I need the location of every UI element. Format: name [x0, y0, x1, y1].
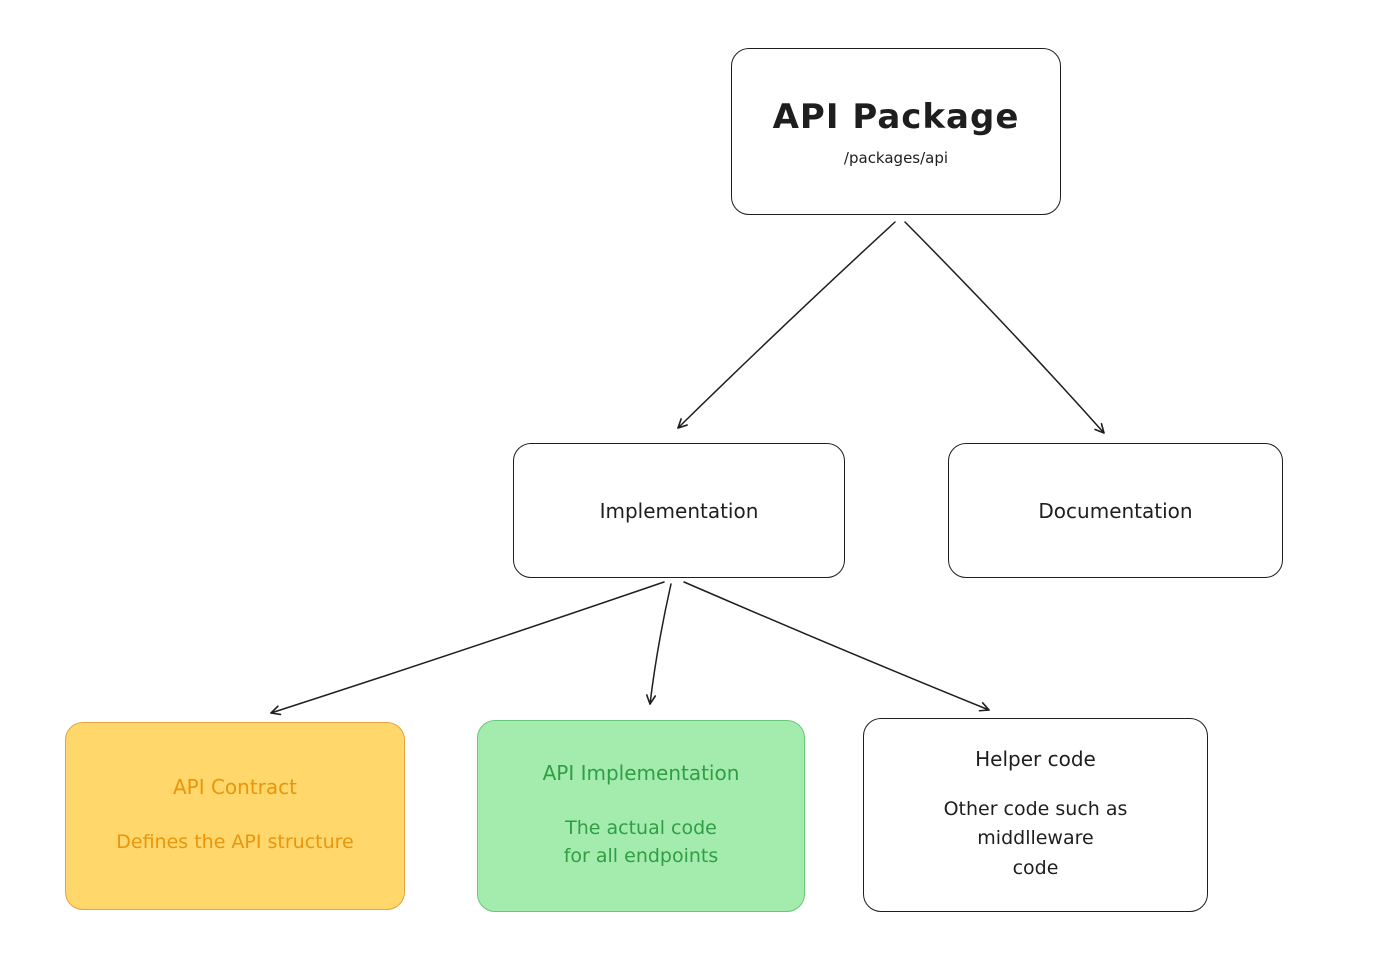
description-line: code: [1012, 856, 1059, 879]
arrow-implementation-to-api-implementation: [645, 583, 672, 705]
arrow-implementation-to-api-contract: [270, 581, 665, 716]
description-line: for all endpoints: [563, 845, 719, 867]
node-api-contract-description: Defines the API structure: [116, 831, 354, 854]
node-implementation: Implementation: [513, 443, 845, 578]
node-helper-code-title: Helper code: [975, 746, 1096, 771]
description-line: Other code such as: [943, 797, 1128, 820]
node-helper-code-description: Other code such as middlleware code: [944, 795, 1128, 883]
node-documentation: Documentation: [948, 443, 1283, 578]
description-line: The actual code: [565, 817, 717, 840]
node-api-implementation: API Implementation The actual code for a…: [477, 720, 805, 912]
arrow-api-package-to-implementation: [677, 221, 896, 429]
description-line: middlleware: [977, 827, 1094, 850]
node-helper-code: Helper code Other code such as middllewa…: [863, 718, 1208, 912]
node-api-package: API Package /packages/api: [731, 48, 1061, 215]
node-implementation-label: Implementation: [599, 498, 759, 523]
node-api-implementation-title: API Implementation: [542, 761, 740, 786]
node-api-contract: API Contract Defines the API structure: [65, 722, 405, 910]
node-api-package-subtitle: /packages/api: [843, 148, 949, 167]
arrow-api-package-to-documentation: [904, 221, 1105, 434]
node-api-implementation-description: The actual code for all endpoints: [564, 815, 719, 870]
node-api-package-title: API Package: [772, 96, 1020, 137]
arrow-implementation-to-helper-code: [683, 581, 990, 712]
node-documentation-label: Documentation: [1038, 498, 1193, 523]
node-api-contract-title: API Contract: [172, 775, 298, 800]
